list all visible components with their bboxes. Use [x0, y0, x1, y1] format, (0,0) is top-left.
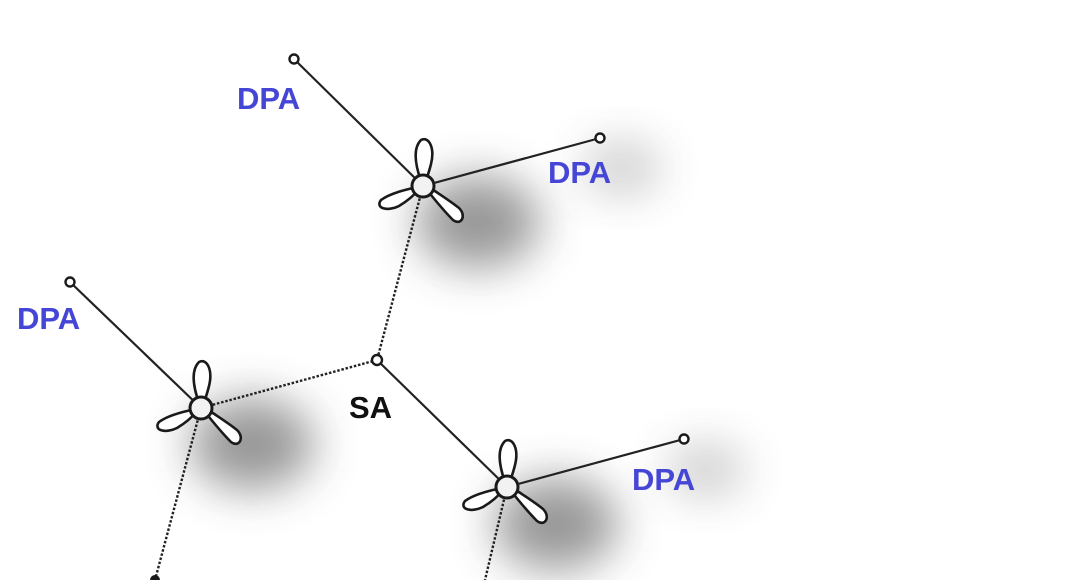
node-point-icon: [288, 53, 300, 65]
link-sa-to-left: [200, 358, 378, 410]
node-point-icon: [150, 575, 160, 580]
link-left-to-dpa-left: [68, 280, 203, 410]
link-left-down: [153, 407, 203, 580]
link-right-down: [483, 486, 509, 580]
sa-node-point-icon: [370, 353, 384, 367]
node-point-icon: [64, 276, 76, 288]
node-point-icon: [678, 433, 690, 445]
label-dpa-left: DPA: [17, 301, 80, 336]
labels: DPA DPA DPA SA DPA: [17, 81, 695, 497]
endpoint-nodes: [64, 53, 690, 580]
label-dpa-top: DPA: [237, 81, 300, 116]
link-top-to-dpa-upper-right: [421, 136, 602, 188]
label-dpa-lower-right: DPA: [632, 462, 695, 497]
node-point-icon: [594, 132, 606, 144]
link-sa-to-right: [375, 358, 509, 489]
link-top-to-dpa-top: [292, 57, 425, 188]
label-dpa-upper-right: DPA: [548, 155, 611, 190]
link-top-to-sa: [375, 185, 425, 361]
point-shadow-upper-right: [582, 140, 662, 196]
point-shadow-lower-right: [666, 442, 746, 498]
link-right-to-dpa-lower-right: [505, 437, 686, 489]
links: [68, 57, 686, 580]
label-sa: SA: [349, 390, 392, 425]
